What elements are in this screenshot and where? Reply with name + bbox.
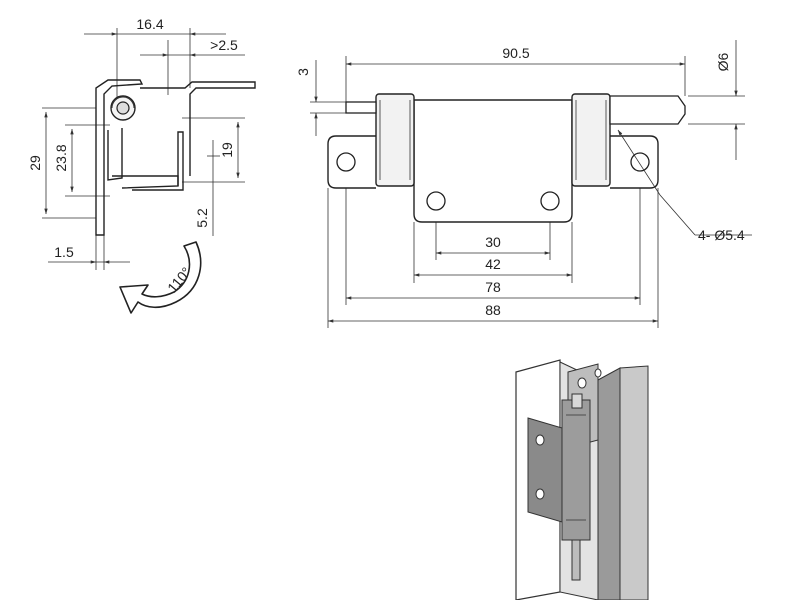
hole-center-right	[540, 191, 560, 211]
dim-42: 42	[413, 256, 573, 277]
left-pin	[345, 101, 377, 114]
hole-callout: 4- Ø5.4	[617, 129, 752, 243]
render-front-leaf	[527, 417, 563, 523]
left-knuckle	[375, 93, 415, 187]
hole-callout-label: 4- Ø5.4	[698, 227, 745, 243]
dim-42-label: 42	[485, 256, 501, 272]
render-hole-lower	[594, 368, 602, 378]
dim-gap-2-5: >2.5	[140, 37, 245, 57]
side-view: 16.4 >2.5 29 23.8 19 5.2	[27, 16, 256, 314]
dim-19-label: 19	[219, 142, 235, 158]
render-leaf-hole-upper	[535, 434, 545, 446]
dim-30-label: 30	[485, 234, 501, 250]
render-3d-view	[515, 359, 649, 600]
dim-78: 78	[345, 279, 641, 300]
dim-29-label: 29	[27, 155, 43, 171]
dim-88: 88	[327, 302, 659, 323]
render-frame-side	[597, 367, 621, 600]
dim-90-5: 90.5	[345, 45, 686, 66]
center-leaf	[413, 99, 573, 223]
dim-pin-3-label: 3	[295, 68, 311, 76]
pivot-pin-inner	[116, 101, 130, 115]
render-leaf-hole-lower	[535, 488, 545, 500]
hole-left-flange	[336, 152, 356, 172]
dim-pin-3: 3	[295, 60, 318, 136]
render-pin-top	[571, 393, 583, 409]
front-view: 90.5 3 Ø6 30 42 78	[295, 40, 752, 328]
right-knuckle	[571, 93, 611, 187]
dim-88-label: 88	[485, 302, 501, 318]
dim-pin-dia-6: Ø6	[715, 40, 738, 160]
hole-center-left	[426, 191, 446, 211]
side-profile	[95, 79, 256, 236]
dim-29: 29	[27, 111, 48, 215]
right-pin	[609, 95, 686, 125]
render-hole-upper	[577, 377, 587, 389]
dim-30: 30	[435, 234, 551, 255]
render-pin-bottom	[571, 539, 581, 581]
dim-23-8: 23.8	[53, 128, 74, 193]
dim-1-5-label: 1.5	[54, 244, 74, 260]
dim-90-5-label: 90.5	[502, 45, 529, 61]
dim-78-label: 78	[485, 279, 501, 295]
dim-1-5: 1.5	[48, 244, 130, 264]
side-extension-lines	[42, 28, 245, 270]
dim-gap-2-5-label: >2.5	[210, 37, 238, 53]
dim-16-4-label: 16.4	[136, 16, 163, 32]
dim-5-2: 5.2	[194, 182, 214, 236]
dim-pin-dia-6-label: Ø6	[715, 52, 731, 71]
dim-5-2-label: 5.2	[194, 208, 210, 228]
render-frame-face	[619, 365, 649, 600]
rotation-arrow-icon: 110°	[119, 241, 202, 314]
dim-16-4: 16.4	[84, 16, 226, 36]
hole-right-flange	[630, 152, 650, 172]
dim-19: 19	[219, 121, 240, 179]
render-barrel	[561, 399, 591, 541]
dim-23-8-label: 23.8	[53, 144, 69, 171]
